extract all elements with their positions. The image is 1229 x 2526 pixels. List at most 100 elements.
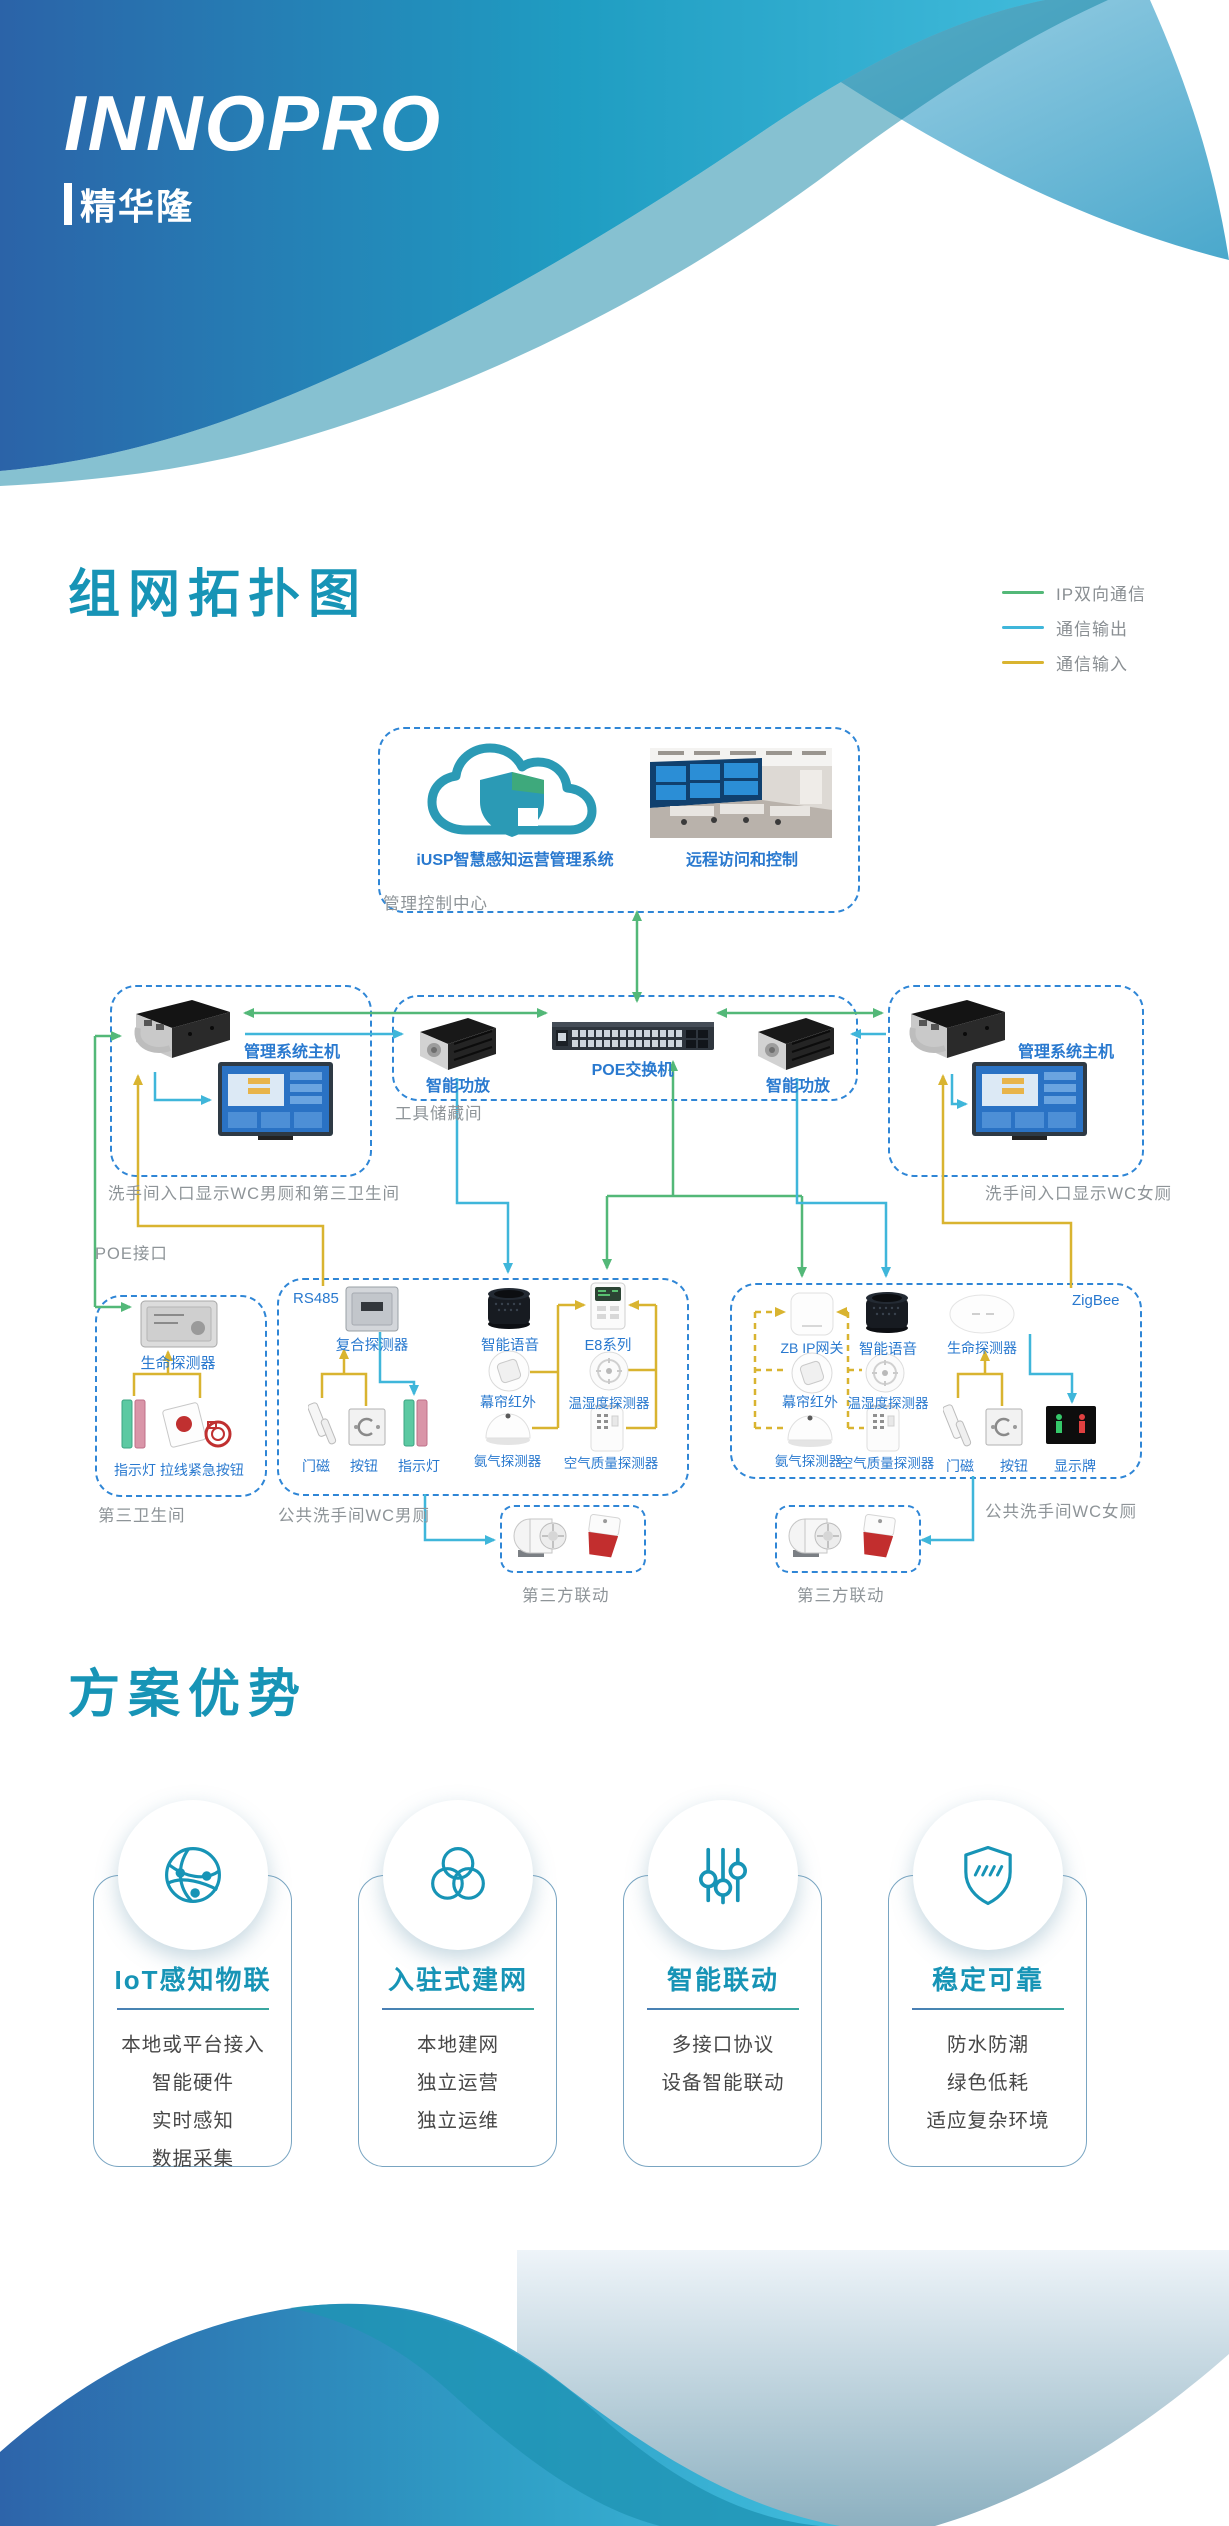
card-item: 本地建网 (416, 2034, 499, 2056)
advantage-card-reliability: 稳定可靠 防水防潮 绿色低耗 适应复杂环境 (888, 1800, 1088, 2170)
header-wave-decor (0, 0, 1229, 486)
temp-humidity-label: 温湿度探测器 (568, 1396, 650, 1411)
amp-left-label: 智能功放 (425, 1078, 490, 1095)
brand-logo: INNOPRO 精华隆 (64, 84, 442, 230)
card-item: 设备智能联动 (661, 2072, 785, 2094)
tool-room-box (392, 995, 858, 1101)
zb-ip-gateway-device (790, 1292, 834, 1336)
card-title: IoT感知物联 (114, 1965, 272, 1995)
door-magnet-label: 门磁 (946, 1458, 974, 1474)
mens-wc-caption: 公共洗手间WC男厕 (278, 1507, 430, 1525)
left-host-label: 管理系统主机 (243, 1044, 340, 1061)
card-divider (117, 2008, 269, 2010)
card-item: 独立运维 (416, 2110, 499, 2132)
exhaust-fan-device (513, 1518, 567, 1557)
button-label: 按钮 (350, 1458, 378, 1474)
e8-series-label: E8系列 (584, 1338, 632, 1354)
card-item: 智能硬件 (151, 2072, 234, 2094)
card-item: 本地或平台接入 (121, 2034, 265, 2056)
advantage-card-iot: IoT感知物联 本地或平台接入 智能硬件 实时感知 数据采集 (93, 1800, 293, 2170)
card-items: 多接口协议 设备智能联动 (623, 2026, 823, 2102)
curtain-infrared-device (791, 1352, 833, 1394)
indicator-label: 指示灯 (398, 1458, 440, 1474)
door-magnet-label: 门磁 (302, 1458, 330, 1474)
card-title: 稳定可靠 (931, 1965, 1044, 1995)
card-items: 本地建网 独立运营 独立运维 (358, 2026, 558, 2140)
logo-bar (64, 183, 72, 225)
composite-detector-device (345, 1286, 399, 1332)
card-item: 多接口协议 (671, 2034, 775, 2056)
card-item: 适应复杂环境 (926, 2110, 1050, 2132)
poe-port-label: POE接口 (95, 1245, 168, 1263)
womens-wc-caption: 公共洗手间WC女厕 (985, 1503, 1137, 1521)
card-item: 数据采集 (151, 2148, 234, 2170)
exhaust-fan-device (788, 1518, 842, 1557)
button-device (985, 1408, 1023, 1446)
three-circles-icon (431, 1847, 485, 1900)
control-center-caption: 管理控制中心 (383, 895, 488, 913)
poe-switch-device (552, 1022, 714, 1050)
right-host-label: 管理系统主机 (1017, 1044, 1114, 1061)
card-item: 实时感知 (151, 2110, 234, 2132)
temp-humidity-label: 温湿度探测器 (847, 1396, 929, 1411)
topology-title: 组网拓扑图 (68, 566, 369, 624)
sliders-icon (698, 1847, 748, 1905)
linkage-left-caption: 第三方联动 (522, 1587, 610, 1605)
tool-room-caption: 工具储藏间 (395, 1105, 483, 1123)
card-divider (912, 2008, 1064, 2010)
control-center-box (378, 727, 860, 913)
ammonia-label: 氨气探测器 (774, 1454, 843, 1469)
legend-label: 通信输入 (1056, 654, 1128, 674)
brand-logo-text: INNOPRO (64, 79, 443, 167)
temp-humidity-detector-device (865, 1353, 905, 1393)
air-quality-detector-device (866, 1405, 900, 1452)
advantage-card-linkage: 智能联动 多接口协议 设备智能联动 (623, 1800, 823, 2170)
legend-item-cyan: 通信输出 (1002, 617, 1128, 639)
door-magnet-device (943, 1404, 972, 1447)
advantage-card-network: 入驻式建网 本地建网 独立运营 独立运维 (358, 1800, 558, 2170)
third-wc-detector-label: 生命探测器 (140, 1355, 216, 1372)
third-wc-caption: 第三卫生间 (98, 1507, 186, 1525)
display-board-label: 显示牌 (1054, 1458, 1096, 1474)
curtain-infrared-device (488, 1350, 530, 1392)
zigbee-bus-label: ZigBee (1072, 1292, 1120, 1309)
e8-panel-device (590, 1282, 626, 1330)
card-divider (647, 2008, 799, 2010)
card-items: 防水防潮 绿色低耗 适应复杂环境 (888, 2026, 1088, 2140)
womens-wc-door-row-labels: 门磁 按钮 显示牌 (946, 1456, 1096, 1476)
card-icon-circle (913, 1800, 1063, 1950)
third-wc-box (95, 1295, 267, 1497)
alarm-siren-device (863, 1513, 896, 1558)
ammonia-label: 氨气探测器 (473, 1454, 542, 1469)
green-line-icon (1002, 590, 1044, 594)
left-host-caption: 洗手间入口显示WC男厕和第三卫生间 (108, 1185, 400, 1203)
ammonia-detector-device (485, 1413, 531, 1445)
indicator-light-device (121, 1399, 146, 1449)
smart-voice-label: 智能语音 (481, 1338, 539, 1354)
card-icon-circle (383, 1800, 533, 1950)
button-device (348, 1408, 386, 1446)
ammonia-detector-device (787, 1415, 833, 1447)
card-items: 本地或平台接入 智能硬件 实时感知 数据采集 (93, 2026, 293, 2178)
curtain-infrared-label: 幕帘红外 (480, 1394, 536, 1410)
card-icon-circle (648, 1800, 798, 1950)
life-detector-panel-device (140, 1300, 218, 1348)
control-room-photo (650, 748, 832, 838)
composite-detector-label: 复合探测器 (335, 1338, 409, 1354)
life-detector-round-device (949, 1294, 1015, 1334)
poe-switch-label: POE交换机 (591, 1062, 674, 1079)
linkage-right-caption: 第三方联动 (797, 1587, 885, 1605)
amp-right-label: 智能功放 (765, 1078, 830, 1095)
card-item: 独立运营 (416, 2072, 499, 2094)
right-dashboard-screen (972, 1062, 1087, 1140)
temp-humidity-detector-device (589, 1351, 629, 1391)
zb-gateway-label: ZB IP网关 (780, 1340, 844, 1356)
card-divider (382, 2008, 534, 2010)
legend-label: IP双向通信 (1056, 584, 1147, 604)
advantages-title: 方案优势 (68, 1666, 309, 1724)
button-label: 按钮 (1000, 1458, 1028, 1474)
cloud-system-label: iUSP智慧感知运营管理系统 (416, 852, 614, 869)
smart-voice-device (866, 1292, 908, 1333)
management-host-device (134, 1000, 230, 1058)
linkage-left-box (500, 1505, 646, 1573)
